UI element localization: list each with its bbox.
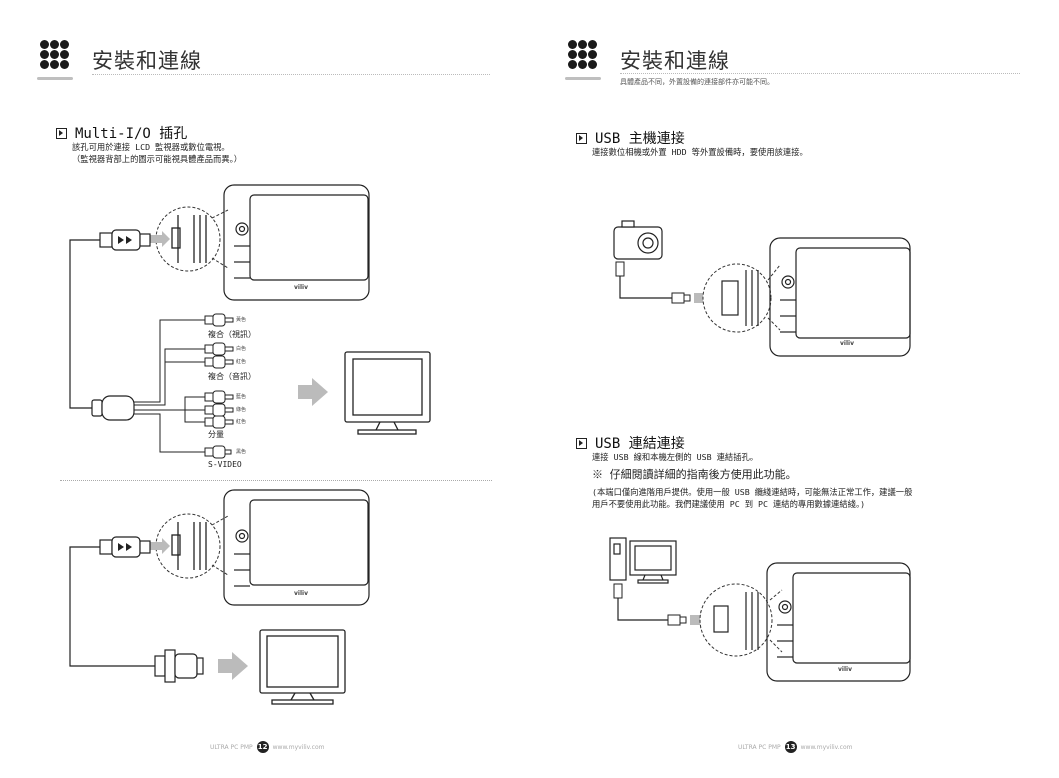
pc-icon: [609, 537, 677, 584]
label-svideo: S-VIDEO: [208, 460, 242, 469]
page-title: 安裝和連線: [92, 49, 202, 73]
section-heading-text: Multi-I/O 插孔: [75, 126, 188, 142]
page-subtitle: 具體產品不同，外置設備的連接部件亦可能不同。: [620, 78, 774, 86]
arrow-right-top: [298, 378, 328, 406]
page-number: 12: [256, 741, 269, 753]
pmp-device-host: [769, 237, 911, 357]
title-rule-right: [620, 73, 1020, 74]
footer-url: www.myviliv.com: [800, 743, 853, 751]
logo-underline-right: [565, 77, 601, 80]
device-brand-top: viliv: [294, 284, 308, 291]
body-line-2: （監視器背部上的圖示可能視具體產品而異。）: [72, 153, 243, 164]
section-heading-multi-io: Multi-I/O 插孔: [56, 123, 187, 143]
usb-host-body: 連接數位相機或外置 HDD 等外置設備時，要使用該連接。: [592, 147, 808, 157]
logo-underline: [37, 77, 73, 80]
footer-left: ULTRA PC PMP 12 www.myviliv.com: [210, 741, 324, 753]
footer-product: ULTRA PC PMP: [738, 743, 781, 751]
brand-logo-right: [568, 40, 598, 74]
device-brand-link: viliv: [838, 666, 852, 673]
section-arrow-icon: [56, 127, 67, 139]
arrow-right-bottom: [218, 652, 248, 680]
pmp-device-top: [223, 184, 370, 301]
section-heading-usb-link: USB 連結連接: [576, 433, 685, 453]
page-number: 13: [784, 741, 797, 753]
footer-url: www.myviliv.com: [272, 743, 325, 751]
title-rule: [92, 74, 490, 75]
usb-link-line-3: 用戶不要使用此功能。我們建議使用 PC 到 PC 連結的專用數據連結綫。): [592, 498, 866, 509]
tv-monitor-bottom: [259, 629, 346, 705]
label-composite-audio: 複合（音訊）: [208, 372, 256, 381]
pmp-device-bottom: [223, 489, 370, 606]
device-brand-bottom: viliv: [294, 590, 308, 597]
label-red-2: 紅色: [236, 419, 247, 425]
section-arrow-icon: [576, 132, 587, 144]
pmp-device-link: [766, 562, 911, 682]
diagram-separator: [60, 480, 492, 481]
vga-connector: [154, 649, 204, 683]
body-line-1: 該孔可用於連接 LCD 監視器或數位電視。: [72, 142, 230, 152]
label-black: 黑色: [236, 449, 247, 455]
camera-icon: [613, 220, 663, 260]
brand-logo: [40, 40, 70, 74]
label-yellow: 黃色: [236, 317, 247, 323]
section-arrow-icon: [576, 437, 587, 449]
footer-right: ULTRA PC PMP 13 www.myviliv.com: [738, 741, 852, 753]
label-composite-video: 複合（視訊）: [208, 330, 256, 339]
usb-link-note: ※ 仔細閱讀詳細的指南後方使用此功能。: [592, 468, 797, 481]
label-red: 紅色: [236, 359, 247, 365]
usb-link-body: 連接 USB 線和本機左側的 USB 連結插孔。: [592, 452, 758, 464]
label-component: 分量: [208, 430, 224, 439]
usb-link-line-2: (本端口僅向進階用戶提供。使用一般 USB 纜綫連結時，可能無法正常工作，建議一…: [592, 487, 913, 497]
label-blue: 藍色: [236, 394, 247, 400]
section-heading-usb-host: USB 主機連接: [576, 128, 685, 148]
usb-link-detail: (本端口僅向進階用戶提供。使用一般 USB 纜綫連結時，可能無法正常工作，建議一…: [592, 487, 912, 510]
section-heading-text: USB 連結連接: [595, 436, 685, 452]
label-green: 綠色: [236, 407, 247, 413]
label-white: 白色: [236, 346, 247, 352]
usb-link-line-1: 連接 USB 線和本機左側的 USB 連結插孔。: [592, 452, 759, 462]
page-title-right: 安裝和連線: [620, 49, 730, 73]
multi-io-diagram: [69, 184, 431, 705]
tv-monitor-top: [344, 351, 431, 435]
section-heading-text: USB 主機連接: [595, 131, 685, 147]
footer-product: ULTRA PC PMP: [210, 743, 253, 751]
device-brand-host: viliv: [840, 340, 854, 347]
section-body: 該孔可用於連接 LCD 監視器或數位電視。 （監視器背部上的圖示可能視具體產品而…: [72, 142, 242, 165]
